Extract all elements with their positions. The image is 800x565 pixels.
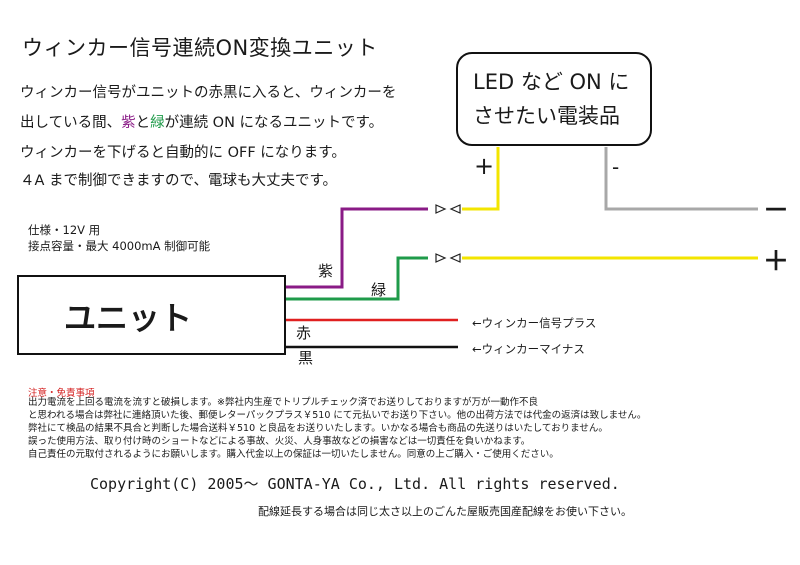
notice-line: と思われる場合は弊社に連絡頂いた後、郵便レターパックプラス￥510 にて元払いで…: [28, 410, 647, 421]
purple-wire: [286, 207, 428, 289]
green-wire: [286, 256, 428, 301]
page-title: ウィンカー信号連続ON変換ユニット: [22, 36, 378, 60]
gray-wire: [604, 147, 758, 211]
black-wire-label: 黒: [298, 349, 314, 367]
device-label-line-1: LED など ON に: [473, 70, 630, 94]
description-text: が連続 ON になるユニットです。: [164, 115, 384, 131]
device-label-line-2: させたい電装品: [473, 104, 620, 128]
notice-title: 注意・免責事項: [28, 388, 95, 399]
blinker-minus-label: ←ウィンカーマイナス: [472, 342, 585, 356]
connector-minus: [435, 204, 461, 214]
blinker-plus-label: ←ウィンカー信号プラス: [472, 316, 597, 330]
notice-line: 出力電流を上回る電流を流すと破損します。※弊社内生産でトリプルチェック済でお送り…: [28, 397, 538, 408]
terminal-plus: ＋: [763, 247, 790, 277]
device-plus-sign: +: [474, 152, 495, 180]
unit-label: ユニット: [64, 299, 193, 337]
unit-box: [17, 275, 286, 355]
description-line-2: 出している間、紫と緑が連続 ON になるユニットです。: [20, 114, 383, 132]
purple-wire-label: 紫: [318, 262, 334, 280]
device-minus-sign: -: [612, 155, 620, 179]
description-line-1: ウィンカー信号がユニットの赤黒に入ると、ウィンカーを: [20, 85, 397, 101]
notice-line: 誤った使用方法、取り付け時のショートなどによる事故、火災、人身事故などの損害など…: [28, 436, 531, 447]
terminal-minus: －: [763, 196, 790, 226]
spec-voltage: 仕様・12V 用: [28, 223, 101, 237]
electrical-device-box: [456, 52, 652, 146]
notice-line: 弊社にて検品の結果不具合と判断した場合送料￥510 と良品をお送りいたします。い…: [28, 423, 608, 434]
green-wire-label: 緑: [371, 281, 387, 299]
connector-plus: [435, 253, 461, 263]
copyright: Copyright(C) 2005～ GONTA-YA Co., Ltd. Al…: [90, 475, 620, 493]
red-wire-label: 赤: [296, 324, 312, 342]
description-line-4: ４A まで制御できますので、電球も大丈夫です。: [20, 173, 337, 189]
spec-capacity: 接点容量・最大 4000mA 制御可能: [28, 239, 211, 253]
yellow-wire-device: [462, 147, 500, 211]
notice-line: 自己責任の元取付されるようにお願いします。購入代金以上の保証は一切いたしません。…: [28, 449, 559, 460]
green-word: 緑: [150, 115, 165, 131]
extension-note: 配線延長する場合は同じ太さ以上のごんた屋販売国産配線をお使い下さい。: [258, 505, 632, 518]
description-text: 出している間、: [20, 115, 122, 131]
description-line-3: ウィンカーを下げると自動的に OFF になります。: [20, 145, 346, 161]
purple-word: 紫: [121, 115, 136, 131]
description-text: と: [135, 115, 151, 131]
